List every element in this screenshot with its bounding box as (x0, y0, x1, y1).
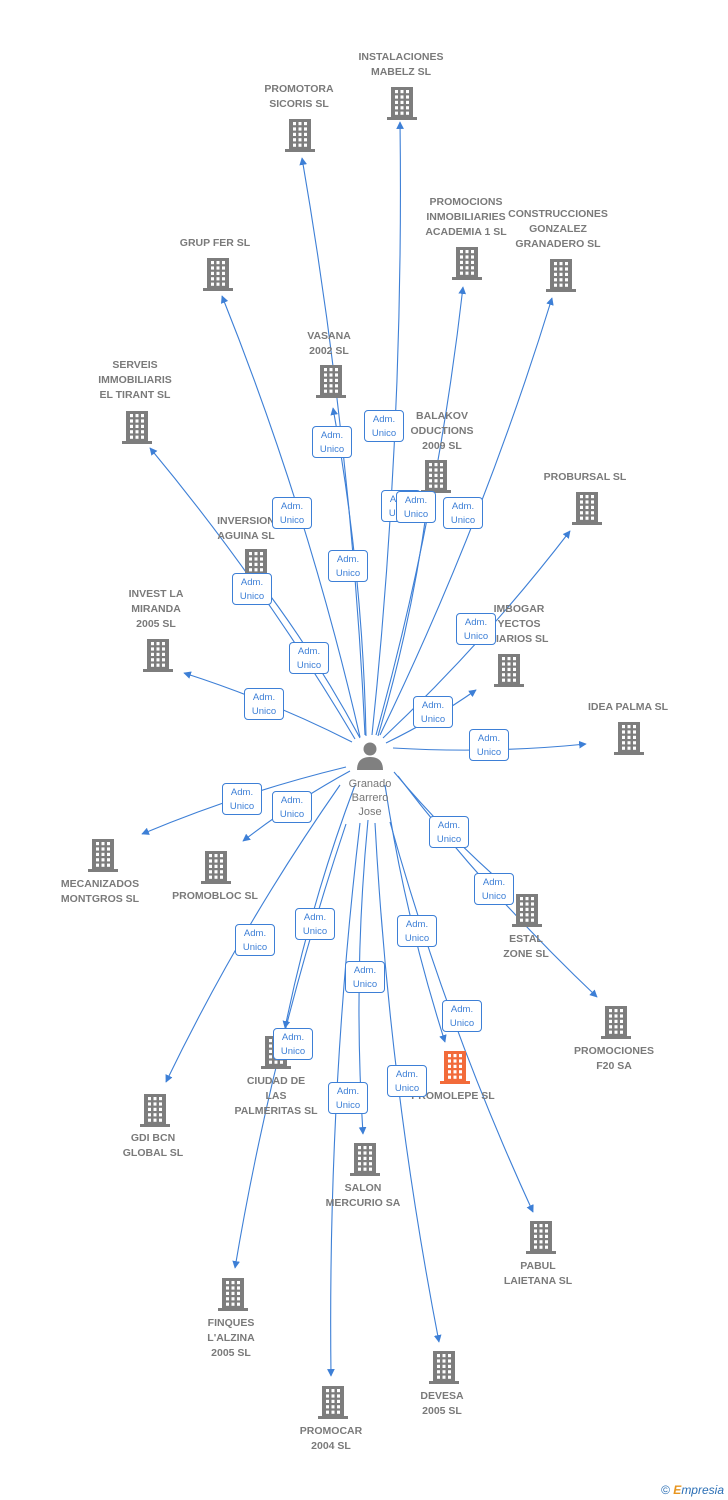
building-icon-estal-zone (512, 894, 542, 927)
role-badge-instalaciones-mabelz: Adm. Unico (364, 410, 404, 442)
role-badge-promotora-sicoris: Adm. Unico (312, 426, 352, 458)
role-badge-serveis-tirant: Adm. Unico (232, 573, 272, 605)
company-label-probursal[interactable]: PROBURSAL SL (543, 471, 627, 483)
building-icon-balakov (421, 460, 451, 493)
brand-initial: E (673, 1483, 682, 1497)
copyright-symbol: © (661, 1483, 670, 1497)
person-icon (357, 742, 383, 770)
role-badge-finques-alzina: Adm. Unico (273, 1028, 313, 1060)
role-badge-estal-zone: Adm. Unico (429, 816, 469, 848)
role-badge-balakov: Adm. Unico (396, 491, 436, 523)
edge-balakov (377, 499, 431, 737)
company-label-promocions-academia[interactable]: PROMOCIONS INMOBILIARIES ACADEMIA 1 SL (425, 196, 507, 238)
building-icon-mecanizados (88, 839, 118, 872)
company-label-serveis-tirant[interactable]: SERVEIS IMMOBILIARIS EL TIRANT SL (98, 359, 172, 401)
company-label-invest-miranda[interactable]: INVEST LA MIRANDA 2005 SL (128, 588, 184, 630)
role-badge-inversiones-aguina: Adm. Unico (289, 642, 329, 674)
footer-brand: © Empresia (661, 1483, 724, 1497)
role-badge-invest-miranda: Adm. Unico (244, 688, 284, 720)
building-icon-imbogar (494, 654, 524, 687)
company-label-promotora-sicoris[interactable]: PROMOTORA SICORIS SL (264, 83, 334, 110)
role-badge-grup-fer: Adm. Unico (272, 497, 312, 529)
building-icon-gdi-bcn (140, 1094, 170, 1127)
company-label-devesa-2005[interactable]: DEVESA 2005 SL (420, 1390, 464, 1417)
company-label-promolepe[interactable]: PROMOLEPE SL (411, 1090, 495, 1102)
company-label-pabul-laietana[interactable]: PABUL LAIETANA SL (503, 1260, 573, 1287)
company-label-ciudad-palmeritas[interactable]: CIUDAD DE LAS PALMERITAS SL (234, 1075, 318, 1117)
role-badge-gdi-bcn: Adm. Unico (235, 924, 275, 956)
building-icon-salon-mercurio (350, 1143, 380, 1176)
building-icon-construcciones-gonzalez (546, 259, 576, 292)
role-badge-pabul-laietana: Adm. Unico (442, 1000, 482, 1032)
company-label-promociones-f20[interactable]: PROMOCIONES F20 SA (574, 1045, 654, 1072)
company-label-promobloc[interactable]: PROMOBLOC SL (172, 890, 258, 902)
edge-promolepe (384, 784, 447, 1043)
company-label-balakov[interactable]: BALAKOV ODUCTIONS 2009 SL (410, 410, 474, 452)
company-label-vasana-2002[interactable]: VASANA 2002 SL (307, 330, 351, 357)
company-label-promocar-2004[interactable]: PROMOCAR 2004 SL (299, 1425, 363, 1452)
role-badge-promolepe: Adm. Unico (397, 915, 437, 947)
company-label-gdi-bcn[interactable]: GDI BCN GLOBAL SL (122, 1132, 184, 1159)
role-badge-imbogar: Adm. Unico (413, 696, 453, 728)
role-badge-idea-palma: Adm. Unico (469, 729, 509, 761)
edge-ciudad-palmeritas (282, 784, 356, 1029)
company-label-idea-palma[interactable]: IDEA PALMA SL (587, 701, 669, 713)
building-icon-idea-palma (614, 722, 644, 755)
company-label-construcciones-gonzalez[interactable]: CONSTRUCCIONES GONZALEZ GRANADERO SL (508, 208, 608, 250)
building-icon-finques-alzina (218, 1278, 248, 1311)
role-badge-promociones-f20: Adm. Unico (474, 873, 514, 905)
role-badge-salon-mercurio: Adm. Unico (345, 961, 385, 993)
company-label-estal-zone[interactable]: ESTAL ZONE SL (503, 933, 549, 960)
role-badge-mecanizados: Adm. Unico (222, 783, 262, 815)
building-icon-grup-fer (203, 258, 233, 291)
building-icon-pabul-laietana (526, 1221, 556, 1254)
building-icon-promotora-sicoris (285, 119, 315, 152)
company-label-inversiones-aguina[interactable]: INVERSION AGUINA SL (217, 515, 275, 542)
building-icon-promocions-academia (452, 247, 482, 280)
building-icon-serveis-tirant (122, 411, 152, 444)
building-icon-devesa-2005 (429, 1351, 459, 1384)
company-label-mecanizados[interactable]: MECANIZADOS MONTGROS SL (60, 878, 140, 905)
person-name-label[interactable]: Granado Barrero Jose (348, 778, 392, 818)
role-badge-construcciones-gonzalez: Adm. Unico (443, 497, 483, 529)
role-badge-promocar-2004: Adm. Unico (328, 1082, 368, 1114)
building-icon-promobloc (201, 851, 231, 884)
building-icon-promociones-f20 (601, 1006, 631, 1039)
role-badge-devesa-2005: Adm. Unico (387, 1065, 427, 1097)
role-badge-vasana-2002: Adm. Unico (328, 550, 368, 582)
company-label-instalaciones-mabelz[interactable]: INSTALACIONES MABELZ SL (358, 51, 444, 78)
company-label-finques-alzina[interactable]: FINQUES L'ALZINA 2005 SL (207, 1317, 255, 1359)
company-label-salon-mercurio[interactable]: SALON MERCURIO SA (325, 1182, 401, 1209)
company-label-grup-fer[interactable]: GRUP FER SL (179, 237, 251, 249)
company-label-imbogar[interactable]: IMBOGAR YECTOS LIARIOS SL (489, 603, 549, 645)
building-icon-promolepe (440, 1051, 470, 1084)
building-icon-probursal (572, 492, 602, 525)
brand-name: mpresia (681, 1483, 724, 1497)
role-badge-ciudad-palmeritas: Adm. Unico (295, 908, 335, 940)
building-icon-vasana-2002 (316, 365, 346, 398)
role-badge-promobloc: Adm. Unico (272, 791, 312, 823)
building-icon-instalaciones-mabelz (387, 87, 417, 120)
building-icon-invest-miranda (143, 639, 173, 672)
building-icon-promocar-2004 (318, 1386, 348, 1419)
role-badge-probursal: Adm. Unico (456, 613, 496, 645)
